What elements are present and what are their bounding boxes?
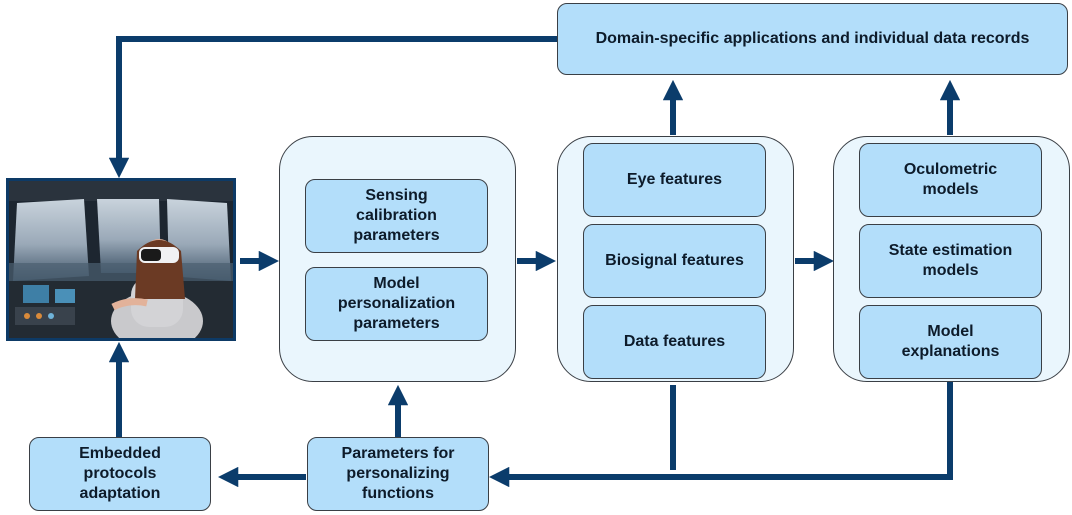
state-estimation-models-box: State estimation models — [859, 224, 1042, 298]
personalizing-parameters-box: Parameters for personalizing functions — [307, 437, 489, 511]
sensing-calibration-box: Sensing calibration parameters — [305, 179, 488, 253]
eye-features-box: Eye features — [583, 143, 766, 217]
domain-applications-box: Domain-specific applications and individ… — [557, 3, 1068, 75]
vr-cockpit-pilot-image — [6, 178, 236, 341]
biosignal-features-box: Biosignal features — [583, 224, 766, 298]
arrow-feedback-to-params — [488, 380, 953, 488]
cockpit-illustration — [9, 181, 233, 338]
calibration-panel — [279, 136, 516, 382]
oculometric-models-box: Oculometric models — [859, 143, 1042, 217]
arrow-top-to-image — [108, 36, 558, 179]
model-explanations-box: Model explanations — [859, 305, 1042, 379]
data-features-box: Data features — [583, 305, 766, 379]
model-personalization-box: Model personalization parameters — [305, 267, 488, 341]
embedded-protocols-box: Embedded protocols adaptation — [29, 437, 211, 511]
